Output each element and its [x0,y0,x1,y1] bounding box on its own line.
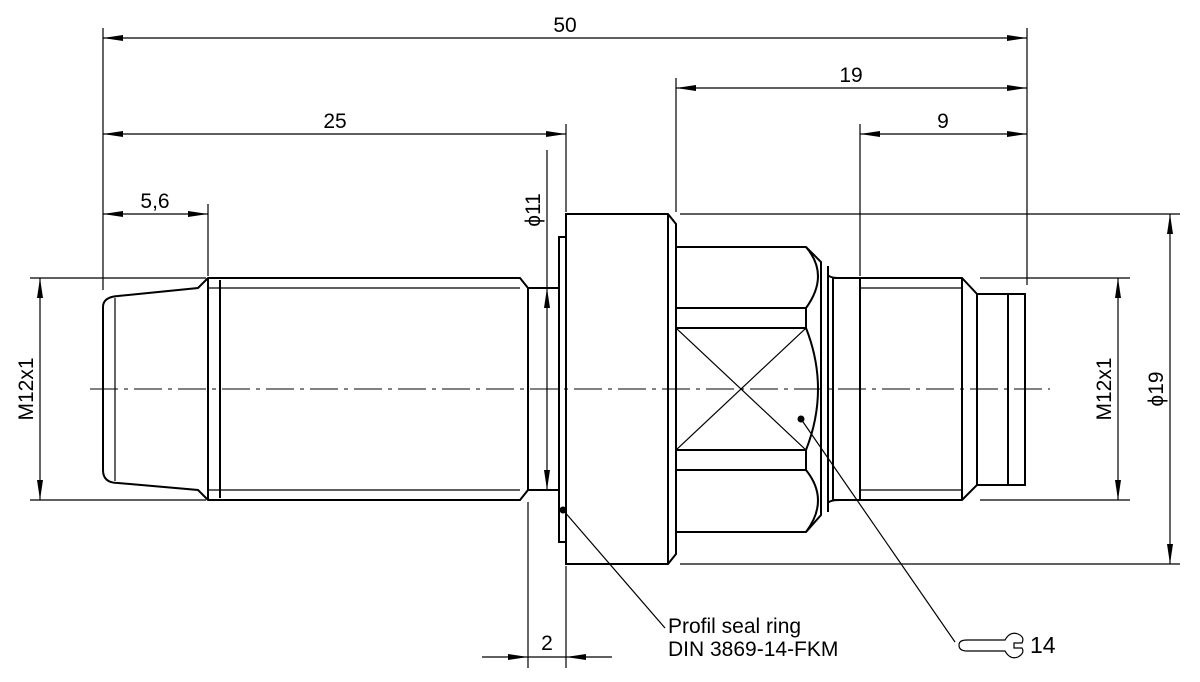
flange [565,213,677,565]
wrench-size: 14 [1030,632,1056,658]
left-thread [102,277,558,501]
wrench-icon [958,632,1024,659]
dim-seal-width: 2 [541,632,553,655]
leaders [559,415,956,643]
seal-label-line2: DIN 3869-14-FKM [668,638,838,661]
dim-tip: 5,6 [140,190,169,213]
hex-body [675,246,841,533]
right-thread [832,277,1026,501]
dim-left-thread: M12x1 [15,357,38,420]
extension-lines [30,28,1180,668]
dim-overall-length: 50 [553,14,576,37]
dim-right-thread-size: M12x1 [1093,357,1116,420]
dim-thread-length: 25 [323,110,346,133]
dim-right-thread: 9 [937,110,949,133]
seal-label-line1: Profil seal ring [668,615,801,638]
dimension-lines [37,35,1173,660]
dim-hex-to-end: 19 [839,64,862,87]
dim-flange-diameter: ϕ19 [1145,371,1168,406]
dim-neck-diameter: ϕ11 [522,193,545,227]
